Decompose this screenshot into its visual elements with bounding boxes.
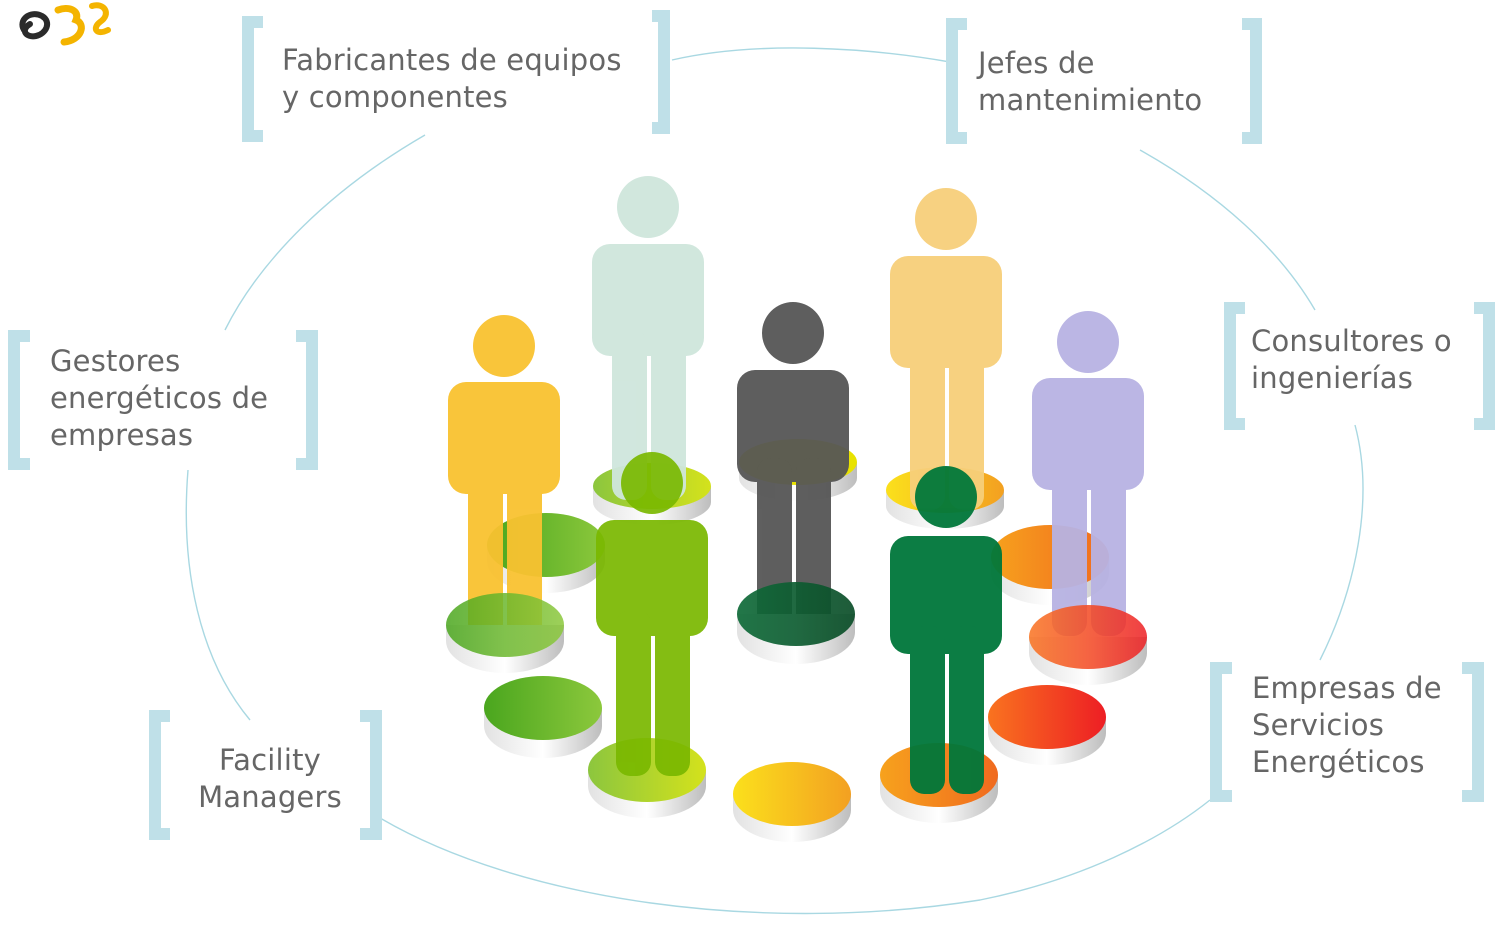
bracket-jefes-left	[946, 18, 967, 144]
label-facility: Facility Managers	[180, 742, 360, 816]
bracket-fabricantes-right	[652, 10, 670, 134]
platform	[988, 685, 1106, 765]
person-darkgreen	[890, 466, 1002, 794]
bracket-gestores-left	[8, 330, 30, 470]
label-line: ingenierías	[1251, 361, 1414, 395]
label-jefes: Jefes de mantenimiento	[978, 45, 1202, 119]
label-line: y componentes	[282, 80, 508, 114]
person-yellow	[448, 315, 560, 638]
platform	[487, 513, 605, 593]
bracket-empresas-left	[1210, 662, 1232, 802]
label-line: mantenimiento	[978, 83, 1203, 117]
label-line: Jefes de	[978, 46, 1095, 80]
bracket-fabricantes-left	[242, 16, 263, 142]
orbit-ellipse	[185, 47, 1364, 915]
label-line: Fabricantes de equipos	[282, 43, 622, 77]
platform	[733, 762, 851, 842]
platform	[737, 582, 855, 664]
bracket-facility-right	[360, 710, 382, 840]
bracket-gestores-right	[296, 330, 318, 470]
label-fabricantes: Fabricantes de equipos y componentes	[282, 42, 622, 116]
label-line: Servicios	[1252, 708, 1385, 742]
bracket-empresas-right	[1462, 662, 1484, 802]
bracket-consultores-left	[1224, 302, 1245, 430]
label-line: Energéticos	[1252, 745, 1425, 779]
person-dark	[737, 302, 849, 628]
label-brackets	[8, 10, 1495, 840]
person-mint	[592, 176, 704, 500]
platform	[484, 676, 602, 758]
label-consultores: Consultores o ingenierías	[1251, 323, 1452, 397]
label-empresas: Empresas de Servicios Energéticos	[1252, 670, 1442, 781]
label-line: Empresas de	[1252, 671, 1442, 705]
person-green	[596, 452, 708, 776]
label-line: Consultores o	[1251, 324, 1452, 358]
a3e-logo	[19, 2, 111, 46]
label-line: Facility	[218, 743, 322, 777]
label-line: energéticos de	[50, 381, 269, 415]
bracket-jefes-right	[1242, 18, 1262, 144]
person-peach	[890, 188, 1002, 510]
label-line: empresas	[50, 418, 194, 452]
bracket-consultores-right	[1474, 302, 1495, 430]
person-lavender	[1032, 311, 1144, 636]
label-line: Gestores	[50, 344, 181, 378]
label-gestores: Gestores energéticos de empresas	[50, 343, 268, 454]
platform	[446, 593, 564, 673]
platform	[1029, 605, 1147, 685]
label-line: Managers	[198, 780, 342, 814]
bracket-facility-left	[149, 710, 170, 840]
